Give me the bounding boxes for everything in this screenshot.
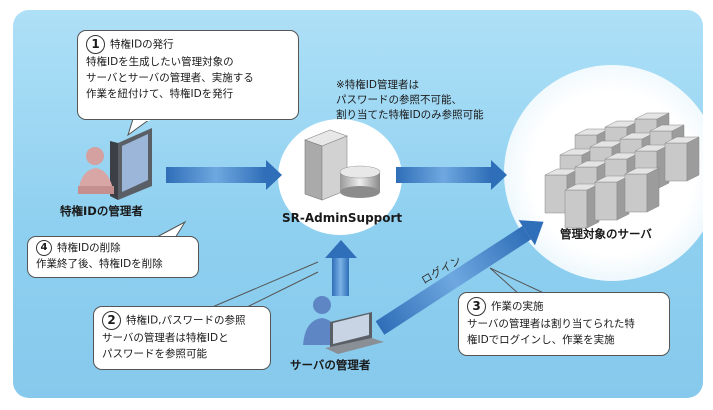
person-laptop-icon: [303, 296, 384, 354]
step-number-3: 3: [467, 297, 486, 316]
label-managed-servers: 管理対象のサーバ: [560, 227, 652, 241]
callout-perform-work: 3 作業の実施 サーバの管理者は割り当てられた特 権IDでログインし、作業を実施: [458, 292, 670, 356]
callout4-line: 作業終了後、特権IDを削除: [36, 258, 163, 270]
callout3-line: サーバの管理者は割り当てられた特: [467, 318, 635, 330]
callout-delete-priv-id: 4 特権IDの削除 作業終了後、特権IDを削除: [27, 236, 199, 278]
callout2-pointer-b: [244, 271, 319, 309]
step-number-4: 4: [36, 240, 52, 256]
callout1-line: サーバとサーバの管理者、実施する: [86, 72, 254, 84]
callout1-title: 特権IDの発行: [110, 38, 174, 51]
note-line: 割り当てた特権IDのみ参照可能: [336, 109, 484, 121]
arrow-admin-to-system: [166, 160, 282, 190]
label-priv-id-admin: 特権IDの管理者: [60, 204, 143, 218]
step-number-1: 1: [86, 35, 105, 54]
person-computer-icon: [78, 128, 152, 200]
label-server-admin: サーバの管理者: [290, 358, 371, 372]
callout2-line: 特権ID,パスワードの参照: [126, 314, 246, 327]
server-db-icon: [304, 129, 381, 201]
callout3-line: 権IDでログインし、作業を実施: [467, 334, 615, 346]
callout3-pointer-b: [489, 267, 549, 296]
label-sr-adminsupport: SR-AdminSupport: [282, 211, 403, 225]
arrow-system-to-servers: [396, 160, 507, 190]
callout3-title: 作業の実施: [491, 300, 544, 313]
arrow-server-admin-to-system: [325, 240, 357, 296]
note-line: パスワードの参照不可能、: [336, 94, 462, 106]
step-number-2: 2: [102, 311, 121, 330]
callout1-line: 特権IDを生成したい管理対象の: [86, 56, 234, 68]
callout3-pointer-a: [489, 267, 521, 296]
arrow-login: [375, 220, 544, 335]
callout-view-priv-id: 2 特権ID,パスワードの参照 サーバの管理者は特権IDと パスワードを参照可能: [93, 306, 271, 370]
callout1-line: 作業を紐付けて、特権IDを発行: [86, 88, 234, 100]
note-text: ※特権ID管理者は パスワードの参照不可能、 割り当てた特権IDのみ参照可能: [336, 78, 484, 123]
callout2-line: パスワードを参照可能: [102, 348, 207, 360]
callout4-title: 特権IDの削除: [57, 242, 121, 254]
callout-issue-priv-id: 1 特権IDの発行 特権IDを生成したい管理対象の サーバとサーバの管理者、実施す…: [77, 30, 299, 120]
server-cluster-icon: [544, 112, 700, 229]
callout2-pointer-a: [209, 261, 319, 309]
note-line: ※特権ID管理者は: [336, 79, 419, 91]
callout2-line: サーバの管理者は特権IDと: [102, 332, 229, 344]
